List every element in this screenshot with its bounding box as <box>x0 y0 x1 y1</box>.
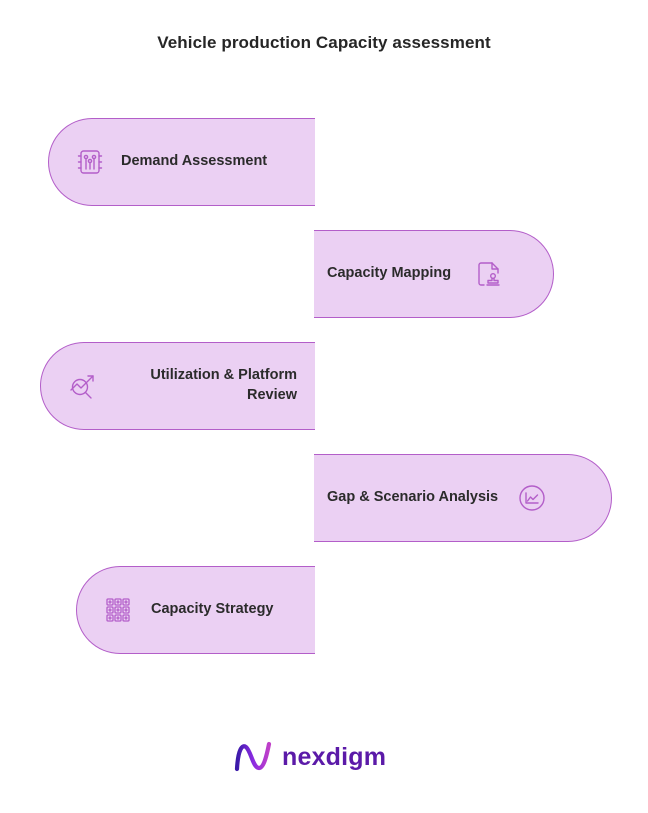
step-label: Capacity Mapping <box>327 265 452 282</box>
step-gap-scenario-analysis: Gap & Scenario Analysis <box>314 454 612 542</box>
page-title: Vehicle production Capacity assessment <box>157 33 491 52</box>
step-label: Utilization & Platform Review <box>150 367 297 403</box>
step-capacity-mapping: Capacity Mapping <box>314 230 554 318</box>
trend-magnifier-icon <box>68 372 96 400</box>
step-label: Demand Assessment <box>121 153 268 170</box>
circuit-board-icon <box>76 148 104 176</box>
grid-modules-icon <box>104 596 132 624</box>
step-utilization-platform-review: Utilization & Platform Review <box>40 342 315 430</box>
step-capacity-strategy: Capacity Strategy <box>76 566 315 654</box>
brand-logo: nexdigm <box>234 738 386 776</box>
step-demand-assessment: Demand Assessment <box>48 118 315 206</box>
step-label: Gap & Scenario Analysis <box>327 489 499 506</box>
document-stamp-icon <box>475 260 503 288</box>
wave-logo-icon <box>234 741 272 772</box>
brand-name: nexdigm <box>282 742 387 771</box>
line-chart-circle-icon <box>518 484 546 512</box>
step-label: Capacity Strategy <box>151 601 274 618</box>
